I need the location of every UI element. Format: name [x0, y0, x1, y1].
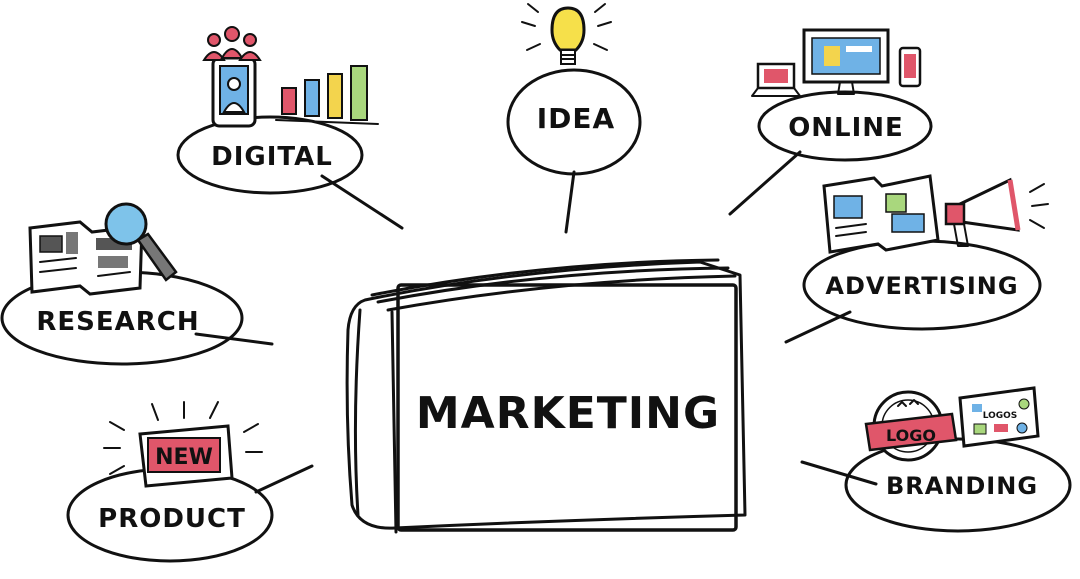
node-research: RESEARCH [0, 202, 274, 366]
monitor-icon [802, 28, 890, 95]
tablet-icon [898, 46, 922, 88]
node-product: PRODUCT NEW [66, 401, 314, 563]
node-online: ONLINE [728, 28, 933, 216]
logo-seal-icon: LOGO [864, 390, 958, 462]
megaphone-icon [944, 177, 1049, 247]
node-branding: BRANDING LOGO LOGOS [800, 386, 1072, 533]
marketing-book: MARKETING [345, 258, 747, 534]
new-badge-label: NEW [155, 445, 213, 470]
node-digital-label: DIGITAL [211, 142, 333, 172]
node-branding-label: BRANDING [886, 472, 1038, 500]
bar-chart-icon [275, 65, 379, 125]
magnifier-icon [104, 202, 178, 282]
logo-sheet-icon: LOGOS [958, 386, 1040, 448]
laptop-icon [751, 62, 801, 97]
node-idea-label: IDEA [537, 102, 615, 135]
node-research-label: RESEARCH [36, 307, 199, 337]
logo-badge-label: LOGO [886, 426, 936, 445]
center-title: MARKETING [416, 388, 720, 439]
node-idea: IDEA [506, 3, 642, 234]
new-badge-icon: NEW [103, 401, 263, 488]
light-bulb-icon [521, 3, 612, 65]
people-icon [202, 26, 262, 61]
node-advertising: ADVERTISING [784, 174, 1049, 344]
phone-icon [211, 56, 257, 128]
node-product-label: PRODUCT [98, 504, 246, 534]
node-online-label: ONLINE [788, 113, 904, 143]
node-advertising-label: ADVERTISING [825, 272, 1018, 300]
magazine-icon [822, 174, 940, 254]
node-digital: DIGITAL [176, 26, 404, 230]
logo-sheet-label: LOGOS [983, 411, 1018, 421]
